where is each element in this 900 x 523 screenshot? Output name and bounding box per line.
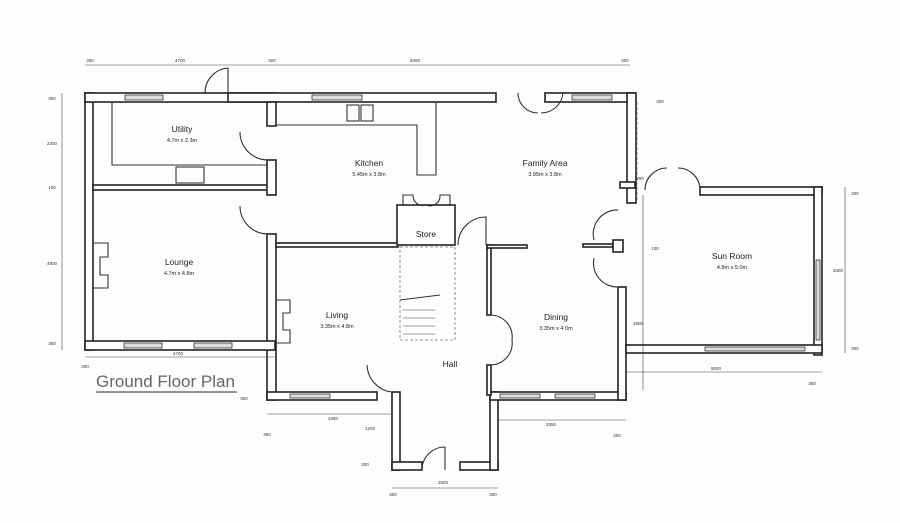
dimension-labels: 300 4700 300 9400 300 300 2300 100 4800 … [47, 58, 859, 497]
room-living: Living [326, 310, 348, 320]
dim-label: 100 [48, 185, 56, 190]
dim-label: 4800 [633, 321, 644, 326]
dim-label: 300 [361, 462, 369, 467]
dim-label: 300 [389, 492, 397, 497]
room-utility: Utility [172, 124, 194, 134]
dim-label: 300 [613, 433, 621, 438]
dim-label: 1200 [365, 426, 376, 431]
room-hall: Hall [443, 359, 458, 369]
dimension-lines [61, 64, 846, 489]
room-kitchen-size: 5.45m x 3.8m [352, 172, 386, 178]
dim-label: 300 [621, 58, 629, 63]
room-lounge: Lounge [165, 257, 194, 267]
dim-label: 9400 [410, 58, 421, 63]
room-sun-room-size: 4.8m x 5.0m [717, 265, 748, 271]
dim-label: 4000 [833, 268, 844, 273]
room-family-area-size: 3.95m x 3.8m [528, 172, 562, 178]
dim-label: 4700 [175, 58, 186, 63]
dim-label: 4800 [47, 261, 58, 266]
dim-label: 300 [851, 191, 859, 196]
room-living-size: 3.35m x 4.8m [320, 324, 354, 330]
dim-label: 5000 [711, 366, 722, 371]
room-kitchen: Kitchen [355, 158, 384, 168]
doors [204, 67, 701, 471]
dim-label: 3350 [546, 422, 557, 427]
room-labels: Utility 4.7m x 2.3m Kitchen 5.45m x 3.8m… [164, 124, 752, 369]
room-dining: Dining [544, 312, 568, 322]
dim-label: 300 [48, 341, 56, 346]
dim-label: 300 [86, 58, 94, 63]
windows [123, 94, 821, 399]
room-dining-size: 3.35m x 4.0m [539, 326, 573, 332]
room-store: Store [416, 229, 437, 239]
dim-label: 2300 [47, 141, 58, 146]
dim-label: 3350 [328, 416, 339, 421]
dim-label: 300 [263, 432, 271, 437]
room-lounge-size: 4.7m x 4.8m [164, 271, 195, 277]
dim-label: 300 [851, 346, 859, 351]
dim-label: 4700 [173, 351, 184, 356]
room-utility-size: 4.7m x 2.3m [167, 138, 198, 144]
walls [84, 92, 823, 471]
dim-label: 300 [656, 99, 664, 104]
dim-label: 300 [268, 58, 276, 63]
dim-label: 100 [651, 246, 659, 251]
dim-label: 2500 [438, 480, 449, 485]
room-family-area: Family Area [523, 158, 568, 168]
room-sun-room: Sun Room [712, 251, 752, 261]
fittings [93, 102, 644, 390]
plan-title: Ground Floor Plan [96, 372, 235, 391]
dim-label: 300 [808, 381, 816, 386]
dim-label: 300 [489, 492, 497, 497]
dim-label: 300 [81, 364, 89, 369]
dim-label: 300 [48, 96, 56, 101]
dim-label: 300 [636, 176, 644, 181]
dim-label: 300 [240, 396, 248, 401]
